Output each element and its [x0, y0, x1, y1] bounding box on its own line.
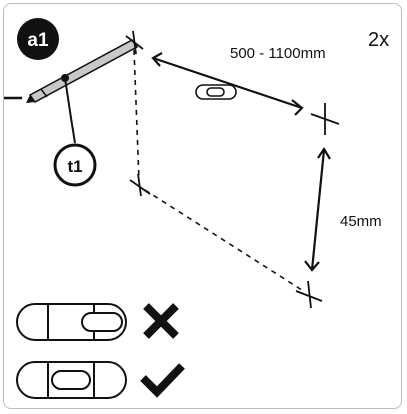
check-icon [140, 363, 185, 398]
vertical-dimension-arrow [304, 146, 331, 272]
mark-top-left [125, 30, 144, 55]
guide-bottom [144, 189, 306, 293]
tool-badge-label: t1 [67, 157, 82, 176]
quantity-label: 2x [368, 29, 389, 51]
mark-top-right [310, 103, 340, 135]
mark-bottom-right [295, 280, 323, 309]
level-incorrect-icon [16, 303, 127, 341]
cross-icon [143, 303, 179, 339]
level-correct-icon [16, 361, 127, 399]
mark-bottom-left [129, 173, 151, 197]
panel-frame [3, 3, 402, 409]
guide-left [133, 49, 140, 181]
tool-callout: t1 [53, 74, 97, 187]
horizontal-dimension-arrow [151, 52, 304, 116]
vertical-dimension-label: 45mm [340, 213, 382, 230]
step-badge: a1 [17, 18, 59, 60]
step-badge-label: a1 [27, 30, 49, 51]
horizontal-dimension-label: 500 - 1100mm [230, 45, 326, 62]
level-icon [195, 84, 237, 100]
